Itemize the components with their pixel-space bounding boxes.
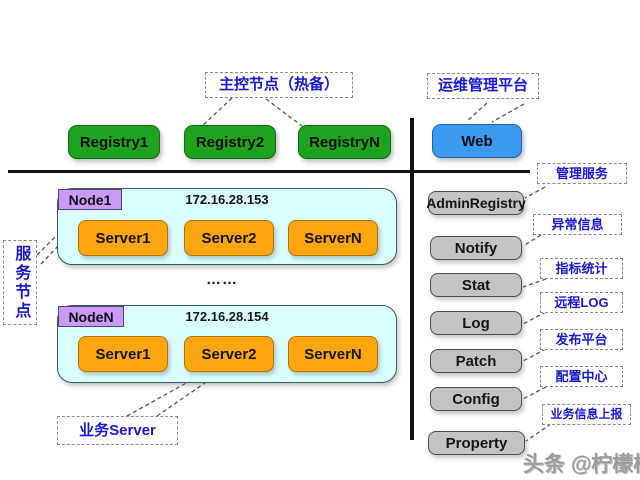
node1-label: Node1 <box>58 189 122 210</box>
watermark: 头条 @柠檬橙 <box>523 453 640 476</box>
admin-registry-box: AdminRegistry <box>426 191 526 215</box>
node1-ip: 172.16.28.153 <box>185 192 269 207</box>
patch-callout: 发布平台 <box>540 329 623 350</box>
ops-platform-callout: 运维管理平台 <box>427 73 539 99</box>
ops-platform-tail-left <box>465 102 488 123</box>
master-node-callout: 主控节点（热备） <box>205 72 353 98</box>
vertical-divider <box>410 118 414 440</box>
registry1-box: Registry1 <box>68 125 160 159</box>
node1-server2-box: Server2 <box>184 220 274 256</box>
property-box: Property <box>428 431 525 455</box>
connector-property <box>525 423 552 442</box>
business-server-tail-2 <box>156 373 219 417</box>
log-box: Log <box>430 311 522 335</box>
config-box: Config <box>430 387 522 411</box>
stat-box: Stat <box>430 273 522 297</box>
nodeN-label: NodeN <box>58 306 124 327</box>
service-node-tail-1 <box>36 235 57 256</box>
nodeN-serverN-box: ServerN <box>288 336 378 372</box>
master-node-tail-left <box>201 97 233 127</box>
connector-stat <box>522 278 547 288</box>
nodeN-ip: 172.16.28.154 <box>185 309 269 324</box>
ops-platform-tail-right <box>491 103 525 123</box>
connector-config <box>522 386 547 400</box>
registry2-box: Registry2 <box>184 125 276 159</box>
business-server-tail-1 <box>126 371 207 417</box>
notify-box: Notify <box>430 236 522 260</box>
connector-patch <box>522 348 547 362</box>
connector-admin-registry <box>524 186 546 199</box>
connector-log <box>522 311 547 325</box>
patch-box: Patch <box>430 349 522 373</box>
nodeN-server1-box: Server1 <box>78 336 168 372</box>
service-node-callout: 服务节点 <box>3 240 37 325</box>
connector-notify <box>522 234 542 247</box>
registryN-box: RegistryN <box>298 125 391 159</box>
admin-registry-callout: 管理服务 <box>537 163 627 184</box>
horizontal-divider <box>8 170 530 173</box>
log-callout: 远程LOG <box>540 292 623 313</box>
master-node-tail-right <box>265 98 303 127</box>
property-callout: 业务信息上报 <box>542 404 631 425</box>
web-box: Web <box>432 124 522 158</box>
business-server-callout: 业务Server <box>57 416 178 445</box>
config-callout: 配置中心 <box>540 366 623 387</box>
node1-server1-box: Server1 <box>78 220 168 256</box>
stat-callout: 指标统计 <box>540 258 623 279</box>
notify-callout: 异常信息 <box>533 214 622 235</box>
nodes-ellipsis: …… <box>206 271 238 288</box>
node1-serverN-box: ServerN <box>288 220 378 256</box>
nodeN-server2-box: Server2 <box>184 336 274 372</box>
